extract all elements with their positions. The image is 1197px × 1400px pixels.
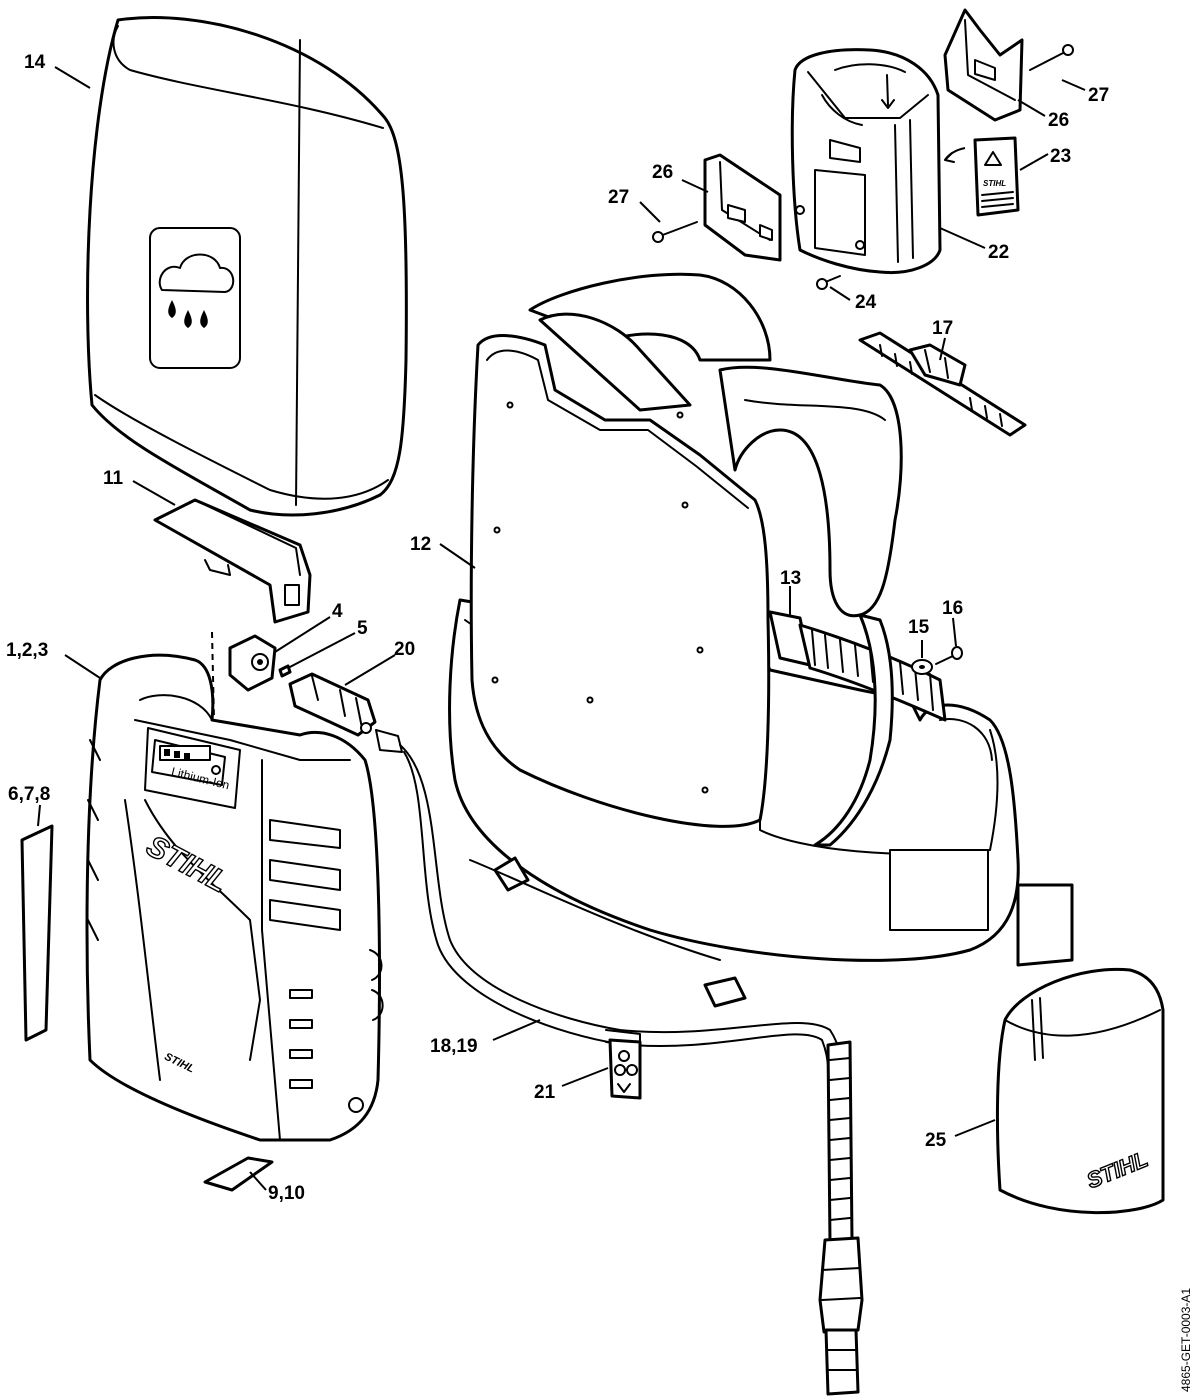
callout-27-right: 27 <box>1088 85 1109 106</box>
callout-14: 14 <box>24 52 46 73</box>
charging-socket <box>228 634 277 692</box>
callout-16: 16 <box>942 598 963 619</box>
callout-4: 4 <box>332 601 343 622</box>
spray-hose <box>375 729 864 1396</box>
pin <box>278 664 292 678</box>
callout-13: 13 <box>780 568 801 589</box>
battery-pouch: STIHL <box>995 883 1165 1215</box>
bracket-right <box>943 8 1024 122</box>
cover-flap <box>153 498 312 624</box>
callout-21: 21 <box>534 1082 556 1103</box>
callout-11: 11 <box>103 468 124 489</box>
hose-connector <box>288 672 377 737</box>
callout-25: 25 <box>925 1130 947 1151</box>
battery-holder <box>790 48 942 275</box>
callout-26-right: 26 <box>1048 110 1069 131</box>
screw-24 <box>816 275 841 290</box>
callout-26-left: 26 <box>652 162 673 183</box>
warning-label: STIHL <box>944 136 1020 217</box>
screw-27-right <box>1029 44 1074 71</box>
assembly-guide <box>211 631 215 721</box>
battery-unit: STIHL STIHL <box>85 653 384 1142</box>
callout-9-10: 9,10 <box>268 1183 305 1204</box>
callout-1-2-3: 1,2,3 <box>6 640 48 661</box>
callout-6-7-8: 6,7,8 <box>8 784 50 805</box>
callout-15: 15 <box>908 617 930 638</box>
display-panel <box>159 745 221 775</box>
callout-18-19: 18,19 <box>430 1036 478 1057</box>
callout-23: 23 <box>1050 146 1071 167</box>
callout-22: 22 <box>988 242 1009 263</box>
callout-12: 12 <box>410 534 431 555</box>
callout-labels: 14 11 1,2,3 4 5 20 6,7,8 9,10 12 13 15 1… <box>6 52 1109 1204</box>
screw-16 <box>935 646 963 665</box>
rain-cloud-icon <box>149 227 241 369</box>
warning-label-logo: STIHL <box>983 179 1006 188</box>
label-strip <box>20 824 54 1042</box>
chest-strap <box>858 331 1027 437</box>
callout-24: 24 <box>855 292 877 313</box>
hose-label <box>608 1038 642 1100</box>
drawing-code: 4865-GET-0003-A1 <box>1179 1288 1193 1392</box>
callout-27-left: 27 <box>608 187 629 208</box>
backpack-frame <box>448 272 1020 1008</box>
callout-17: 17 <box>932 318 953 339</box>
leader-lines <box>37 66 1086 1191</box>
callout-5: 5 <box>357 618 368 639</box>
washer <box>911 659 933 675</box>
screw-27-left <box>652 221 698 243</box>
callout-20: 20 <box>394 639 415 660</box>
rain-cover <box>86 16 408 517</box>
bracket-left <box>703 153 782 262</box>
label-plate <box>203 1156 274 1192</box>
waist-belt <box>768 610 947 847</box>
